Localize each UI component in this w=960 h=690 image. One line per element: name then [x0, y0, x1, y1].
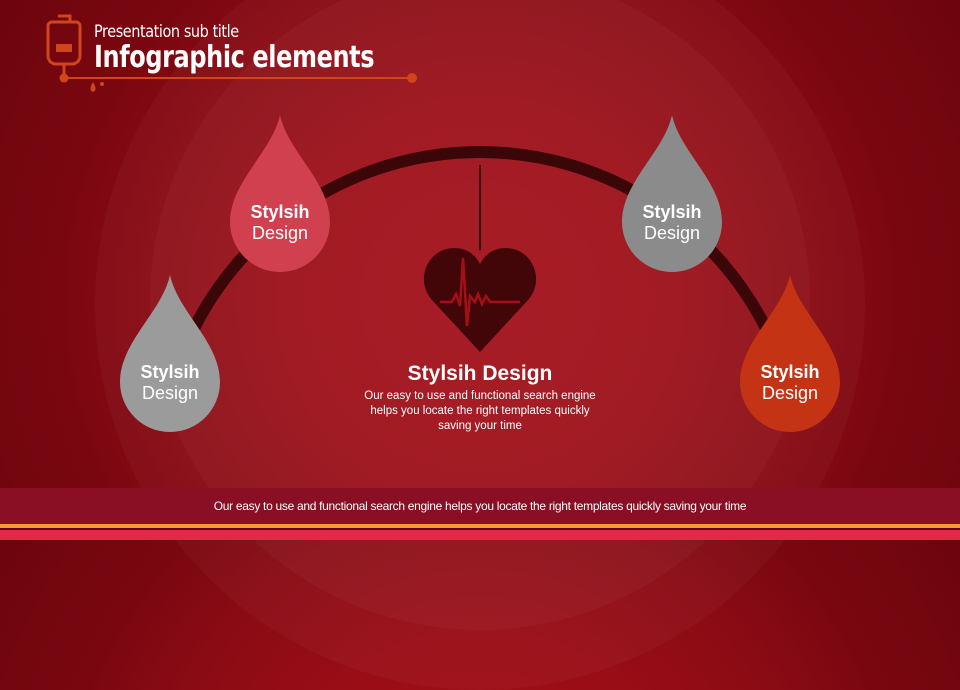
center-body: Our easy to use and functional search en… — [364, 390, 596, 432]
header: Presentation sub title Infographic eleme… — [94, 22, 444, 75]
footer-stripe-red — [0, 530, 960, 540]
heartbeat-heart-icon — [423, 248, 537, 352]
drop-bold: Stylsih — [140, 362, 200, 382]
presentation-subtitle: Presentation sub title — [94, 22, 239, 42]
footer-stripe-dark — [0, 528, 960, 530]
drop-text: Design — [643, 223, 701, 243]
footer-caption: Our easy to use and functional search en… — [0, 488, 960, 524]
center-title: Stylsih Design — [407, 362, 553, 385]
drop-text: Design — [141, 383, 199, 403]
drop-bold: Stylsih — [250, 202, 310, 222]
drop-orange — [740, 275, 840, 432]
drop-text: Design — [761, 383, 819, 403]
drop-text: Design — [251, 223, 309, 243]
iv-bag-icon — [46, 14, 417, 92]
drop-pink — [230, 115, 330, 272]
center-text-block: Stylsih Design Our easy to use and funct… — [360, 362, 600, 434]
footer-stripe-orange — [0, 524, 960, 528]
drop-bold: Stylsih — [760, 362, 820, 382]
drop-gray-right — [622, 115, 722, 272]
infographic-canvas — [46, 14, 840, 432]
page-title: Infographic elements — [94, 40, 375, 75]
drop-gray-left — [120, 275, 220, 432]
drop-bold: Stylsih — [642, 202, 702, 222]
